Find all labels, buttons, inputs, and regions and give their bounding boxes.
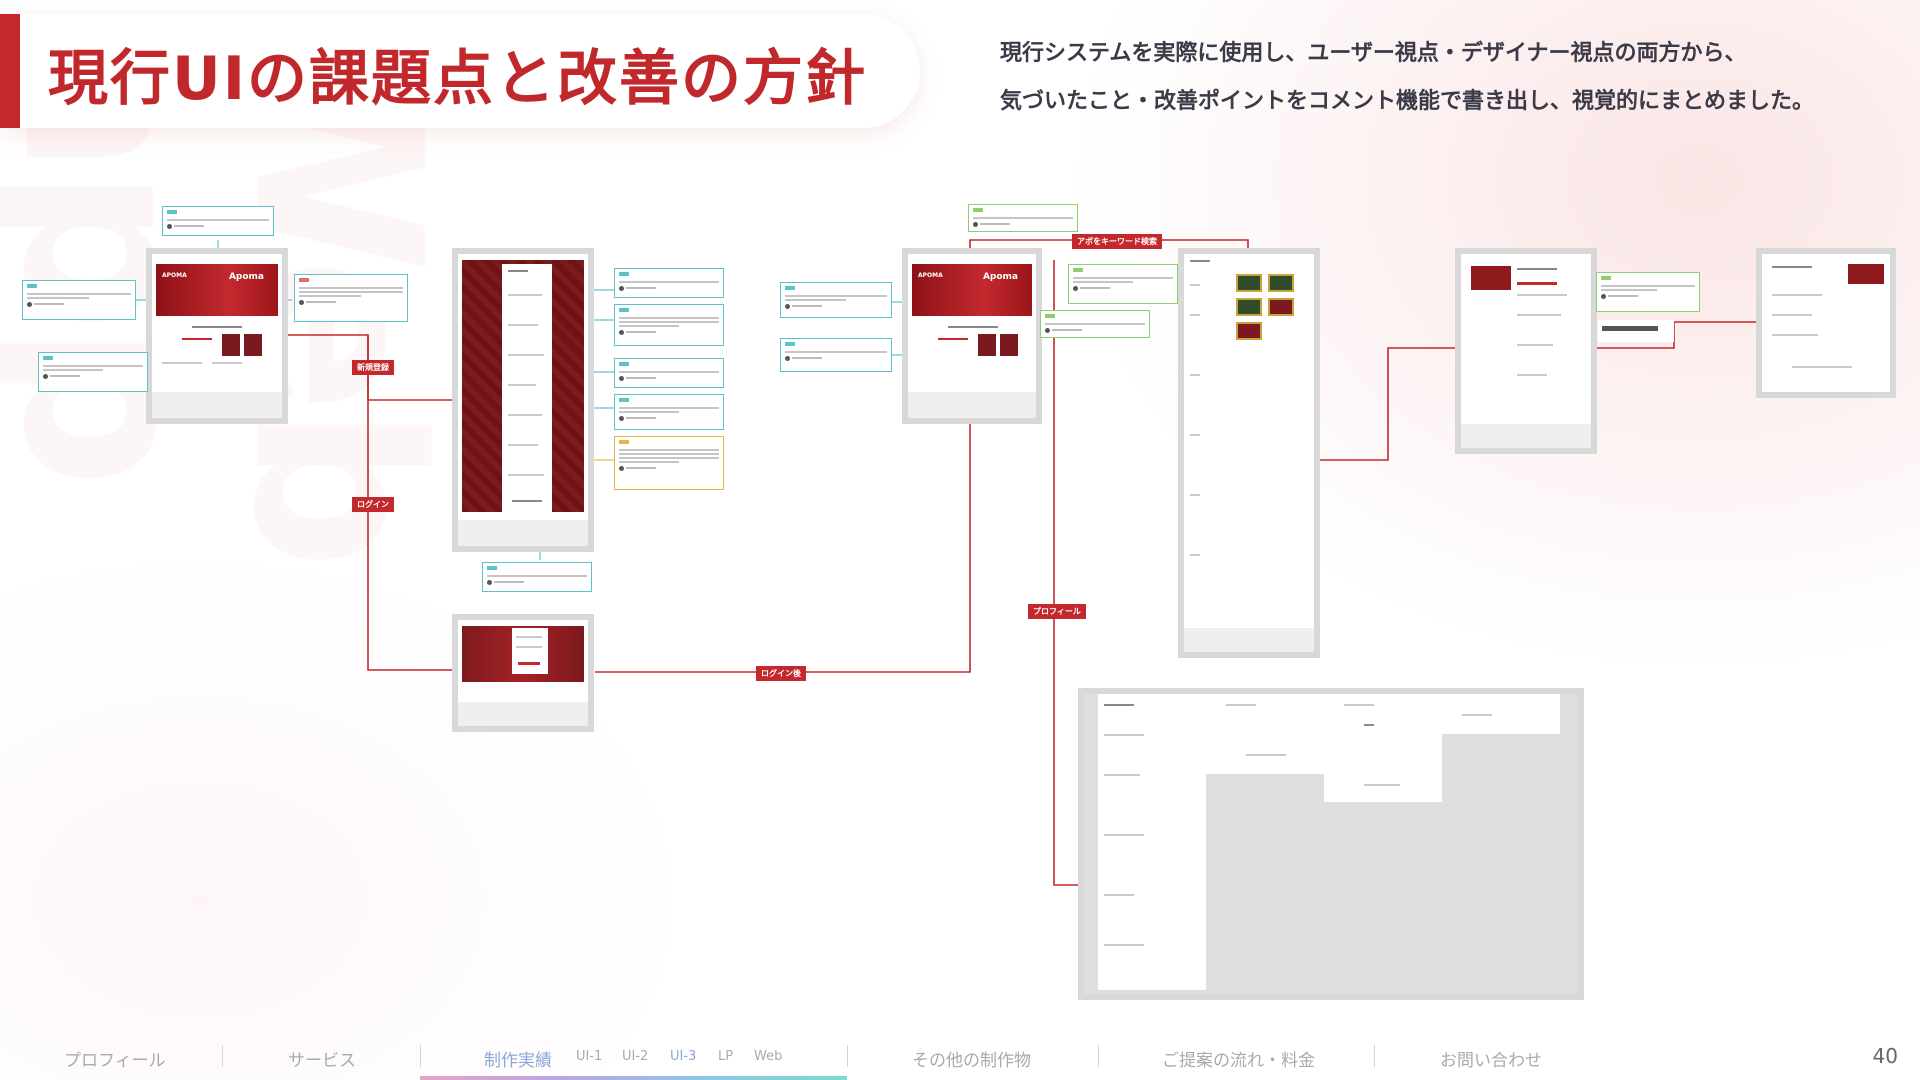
connector-top-login xyxy=(367,335,452,671)
comment-note xyxy=(614,394,724,430)
nav-item-service[interactable]: サービス xyxy=(288,1051,356,1071)
screen-profile xyxy=(1078,688,1584,1000)
comment-note-ok xyxy=(968,204,1078,232)
comment-input-preview xyxy=(1598,320,1674,342)
nav-sub-ui2[interactable]: UI-2 xyxy=(622,1049,649,1064)
bottom-navigation: プロフィール サービス 制作実績 UI-1 UI-2 UI-3 LP Web そ… xyxy=(0,1040,1920,1080)
comment-note xyxy=(482,562,592,592)
comment-note xyxy=(38,352,148,392)
connector-login-after xyxy=(595,415,971,673)
flow-label-after-login: ログイン後 xyxy=(756,666,806,681)
ui-flow-diagram: APOMA Apoma xyxy=(22,204,1896,1000)
screen-top-page: APOMA Apoma xyxy=(146,248,288,424)
top-brand-logo: APOMA xyxy=(162,272,187,279)
connector-detail-confirm xyxy=(1588,321,1762,349)
nav-item-other-works[interactable]: その他の制作物 xyxy=(912,1051,1031,1071)
comment-note xyxy=(614,304,724,346)
comment-note xyxy=(614,268,724,298)
flow-label-keyword-search: アポをキーワード検索 xyxy=(1072,234,1162,249)
screen-apo-list xyxy=(1178,248,1320,658)
screen-apo-confirm xyxy=(1756,248,1896,398)
flow-label-profile: プロフィール xyxy=(1028,604,1086,619)
comment-note-ok xyxy=(1596,272,1700,312)
title-panel xyxy=(0,14,920,128)
nav-item-profile[interactable]: プロフィール xyxy=(64,1051,166,1071)
comment-note-warning xyxy=(614,436,724,490)
nav-item-works[interactable]: 制作実績 xyxy=(484,1051,552,1071)
flow-label-signup: 新規登録 xyxy=(352,360,394,375)
nav-sub-ui3[interactable]: UI-3 xyxy=(670,1049,697,1064)
comment-note xyxy=(162,206,274,236)
signup-form-card xyxy=(502,264,552,514)
nav-sub-lp[interactable]: LP xyxy=(718,1049,734,1064)
title-accent-bar xyxy=(0,14,20,128)
nav-item-contact[interactable]: お問い合わせ xyxy=(1440,1051,1542,1071)
comment-note-ok xyxy=(1040,310,1150,338)
comment-note xyxy=(614,358,724,388)
screen-apo-detail xyxy=(1455,248,1597,454)
connector-list-detail xyxy=(1310,347,1455,461)
flow-connectors xyxy=(135,239,1768,888)
active-nav-underline xyxy=(420,1076,847,1080)
nav-sub-ui1[interactable]: UI-1 xyxy=(576,1049,603,1064)
nav-sub-web[interactable]: Web xyxy=(754,1049,783,1064)
screen-signup-form xyxy=(452,248,594,552)
description-line-2: 気づいたこと・改善ポイントをコメント機能で書き出し、視覚的にまとめました。 xyxy=(1000,89,1815,114)
connector-profile xyxy=(1053,260,1078,886)
flow-label-login: ログイン xyxy=(352,497,394,512)
page-title: 現行UIの課題点と改善の方針 xyxy=(48,44,868,114)
comment-note xyxy=(780,338,892,372)
comment-note xyxy=(22,280,136,320)
comment-note xyxy=(780,282,892,318)
nav-item-flow-pricing[interactable]: ご提案の流れ・料金 xyxy=(1162,1051,1315,1071)
page-description: 現行システムを実際に使用し、ユーザー視点・デザイナー視点の両方から、 気づいたこ… xyxy=(1000,30,1900,126)
description-line-1: 現行システムを実際に使用し、ユーザー視点・デザイナー視点の両方から、 xyxy=(1000,41,1747,66)
top-hero-banner: APOMA Apoma xyxy=(156,264,278,316)
screen-login xyxy=(452,614,594,732)
top-hero-mark: Apoma xyxy=(228,272,264,282)
comment-note-ok xyxy=(1068,264,1178,304)
login-form-card xyxy=(512,628,548,674)
screen-member-top: APOMA Apoma xyxy=(902,248,1042,424)
comment-note xyxy=(294,274,408,322)
page-number: 40 xyxy=(1872,1044,1898,1068)
